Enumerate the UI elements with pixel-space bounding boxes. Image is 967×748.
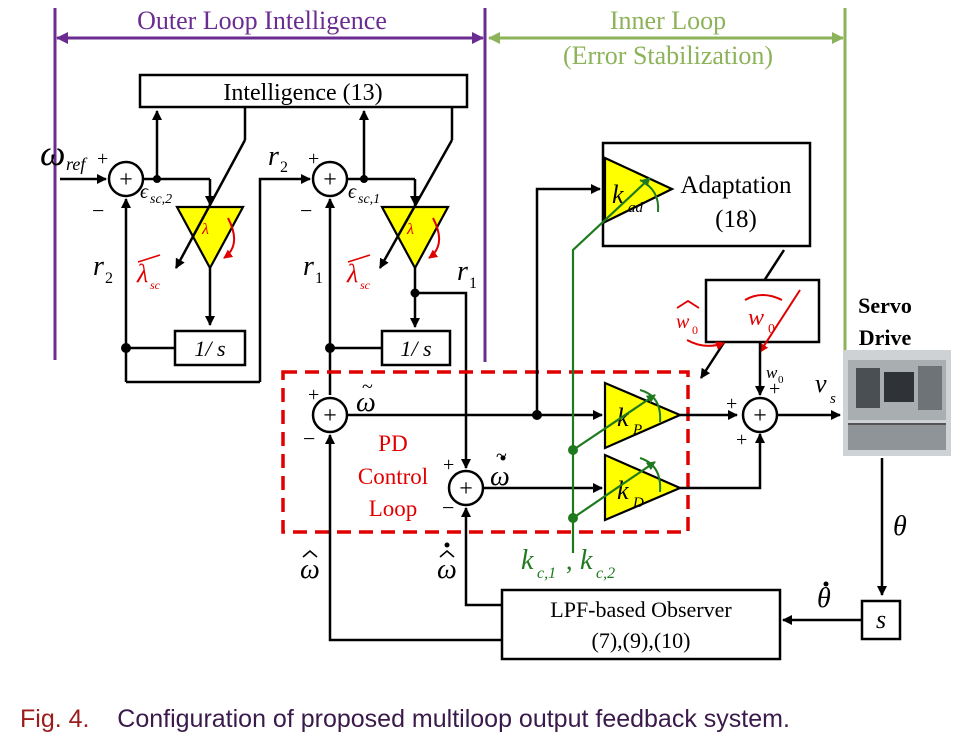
observer-label-1: LPF-based Observer	[550, 597, 732, 622]
servo-label-1: Servo	[858, 293, 912, 318]
svg-text:+: +	[736, 429, 747, 451]
observer-label-2: (7),(9),(10)	[592, 628, 691, 653]
r2-mid-sub: 2	[280, 159, 288, 176]
svg-text:+: +	[443, 454, 454, 476]
lambda-sc-1-label: λ	[346, 259, 358, 288]
inner-loop-subtitle: (Error Stabilization)	[563, 41, 773, 70]
lambda-sc-2-inner: λ	[201, 221, 209, 238]
svg-text:+: +	[308, 384, 319, 406]
servo-label-2: Drive	[859, 325, 912, 350]
svg-text:+: +	[308, 148, 319, 170]
r1-left-label: r	[303, 251, 314, 282]
lambda-sc-1-inner: λ	[406, 221, 414, 238]
derivative-label: s	[876, 605, 886, 634]
outer-loop-header: Outer Loop Intelligence	[53, 6, 487, 362]
derivative-block	[860, 599, 902, 641]
w0-feed-sub: 0	[778, 374, 784, 386]
kp-sub: P	[632, 422, 642, 438]
outer-loop-title: Outer Loop Intelligence	[137, 6, 387, 35]
kad-label: k	[612, 180, 624, 209]
servo-drive-photo	[843, 350, 951, 456]
kc2-label: k	[580, 545, 593, 576]
kad-sub: ad	[628, 200, 644, 216]
vs-label: v	[815, 369, 827, 398]
kc1-label: k	[521, 545, 534, 576]
eps-sc2-sub: sc,2	[150, 192, 172, 207]
svg-text:+: +	[726, 393, 737, 415]
r1-right-sub: 1	[469, 275, 477, 292]
omega-tilde-dot-label: ω	[490, 461, 510, 492]
omega-ref-sub: ref	[66, 154, 88, 174]
intelligence-block	[138, 73, 469, 109]
pd-label-3: Loop	[369, 496, 418, 521]
r2-mid-label: r	[268, 141, 279, 172]
kd-label: k	[617, 476, 629, 505]
figure-caption: Fig. 4. Configuration of proposed multil…	[20, 705, 790, 734]
theta-dot-label: θ	[817, 583, 831, 614]
omega-hat-dot-label: ω	[437, 554, 457, 585]
adaptation-label-1: Adaptation	[680, 172, 792, 199]
svg-text:+: +	[769, 378, 780, 400]
lambda-sc-2-label: λ	[136, 259, 148, 288]
integrator-block-2	[173, 329, 247, 367]
vs-sub: s	[830, 391, 836, 407]
omega-ref-label: ω	[40, 133, 65, 173]
svg-text:−: −	[92, 198, 104, 223]
omega-tilde-label: ω	[356, 387, 376, 418]
kc2-sub: c,2	[596, 565, 615, 582]
eps-sc1-label: ϵ	[348, 181, 357, 203]
lambda-sc-1-sub: sc	[360, 278, 371, 292]
svg-text:+: +	[323, 403, 337, 429]
svg-text:+: +	[97, 148, 108, 170]
pd-label-2: Control	[358, 464, 428, 489]
omega-hat-label: ω	[300, 554, 320, 585]
caption-number: Fig. 4.	[20, 705, 90, 733]
eps-sc1-sub: sc,1	[358, 192, 380, 207]
svg-text:+: +	[323, 167, 337, 193]
inner-loop-title: Inner Loop	[610, 6, 726, 35]
kd-sub: D	[632, 495, 644, 511]
r1-right-label: r	[457, 256, 468, 287]
pd-control-loop-box	[281, 370, 690, 534]
observer-block	[500, 588, 782, 661]
svg-text:+: +	[459, 476, 473, 502]
svg-text:−: −	[303, 426, 315, 451]
integrator-2-label: 1/ s	[194, 336, 225, 361]
svg-text:−: −	[442, 495, 454, 520]
eps-sc2-label: ϵ	[140, 181, 149, 203]
w0-inner-sub: 0	[768, 322, 775, 337]
svg-text:,: ,	[566, 546, 573, 575]
kc1-sub: c,1	[537, 565, 556, 582]
adaptation-label-2: (18)	[715, 206, 757, 233]
caption-text: Configuration of proposed multiloop outp…	[117, 705, 790, 733]
integrator-1-label: 1/ s	[400, 336, 431, 361]
svg-text:+: +	[753, 403, 767, 429]
gain-kp	[603, 381, 683, 450]
intelligence-label: Intelligence (13)	[223, 80, 382, 106]
integrator-block-1	[380, 329, 452, 367]
svg-text:−: −	[300, 198, 312, 223]
r1-left-sub: 1	[315, 270, 323, 287]
svg-text:~: ~	[362, 376, 373, 398]
theta-label: θ	[893, 511, 907, 542]
r2-left-label: r	[93, 251, 104, 282]
lambda-sc-2-sub: sc	[150, 278, 161, 292]
svg-text:+: +	[119, 167, 133, 193]
r2-left-sub: 2	[105, 270, 113, 287]
w0-hat-sub: 0	[692, 323, 698, 337]
w0-hat-label: w	[676, 311, 690, 333]
inner-loop-header: Inner Loop (Error Stabilization)	[488, 6, 847, 372]
w0-feed-label: w	[766, 363, 778, 382]
w0-inner-label: w	[748, 305, 764, 331]
pd-label-1: PD	[378, 431, 407, 456]
